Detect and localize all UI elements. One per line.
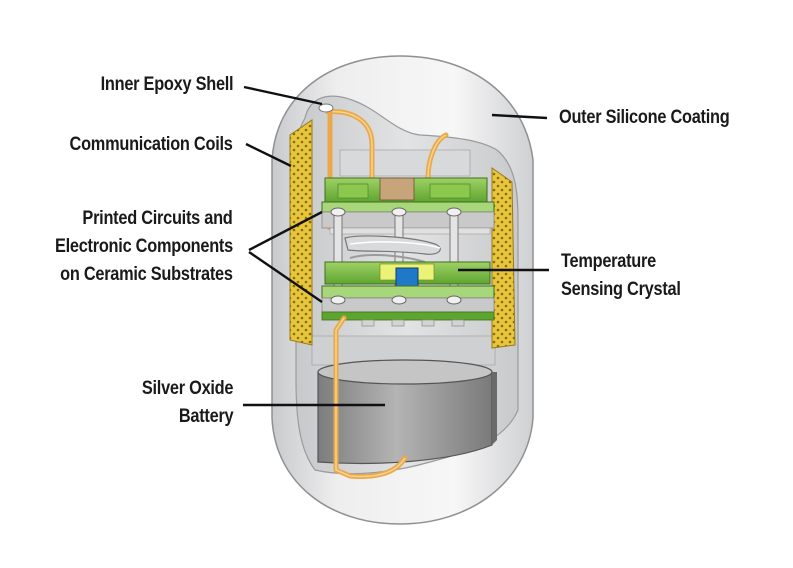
label-communication-coils: Communication Coils — [69, 134, 233, 155]
label-outer-silicone-coating: Outer Silicone Coating — [559, 107, 730, 128]
ceramic-substrate-top — [321, 201, 495, 235]
label-inner-epoxy-shell: Inner Epoxy Shell — [100, 74, 233, 95]
label-temperature-line1: Temperature — [561, 251, 656, 272]
printed-circuit-board-top — [324, 177, 488, 203]
ceramic-substrate-bottom — [321, 285, 495, 321]
label-printed-circuits-line3: on Ceramic Substrates — [60, 264, 233, 285]
silver-oxide-battery — [317, 359, 497, 465]
label-silver-oxide-line1: Silver Oxide — [141, 378, 234, 399]
leader-lines — [243, 85, 549, 407]
label-temperature-line2: Sensing Crystal — [561, 279, 681, 300]
label-printed-circuits-line2: Electronic Components — [55, 236, 233, 257]
label-printed-circuits-line1: Printed Circuits and — [82, 208, 233, 229]
communication-coil-left — [289, 119, 313, 346]
communication-coil-right — [491, 167, 516, 349]
label-silver-oxide-line2: Battery — [178, 406, 233, 427]
temperature-sensing-crystal — [395, 267, 419, 287]
